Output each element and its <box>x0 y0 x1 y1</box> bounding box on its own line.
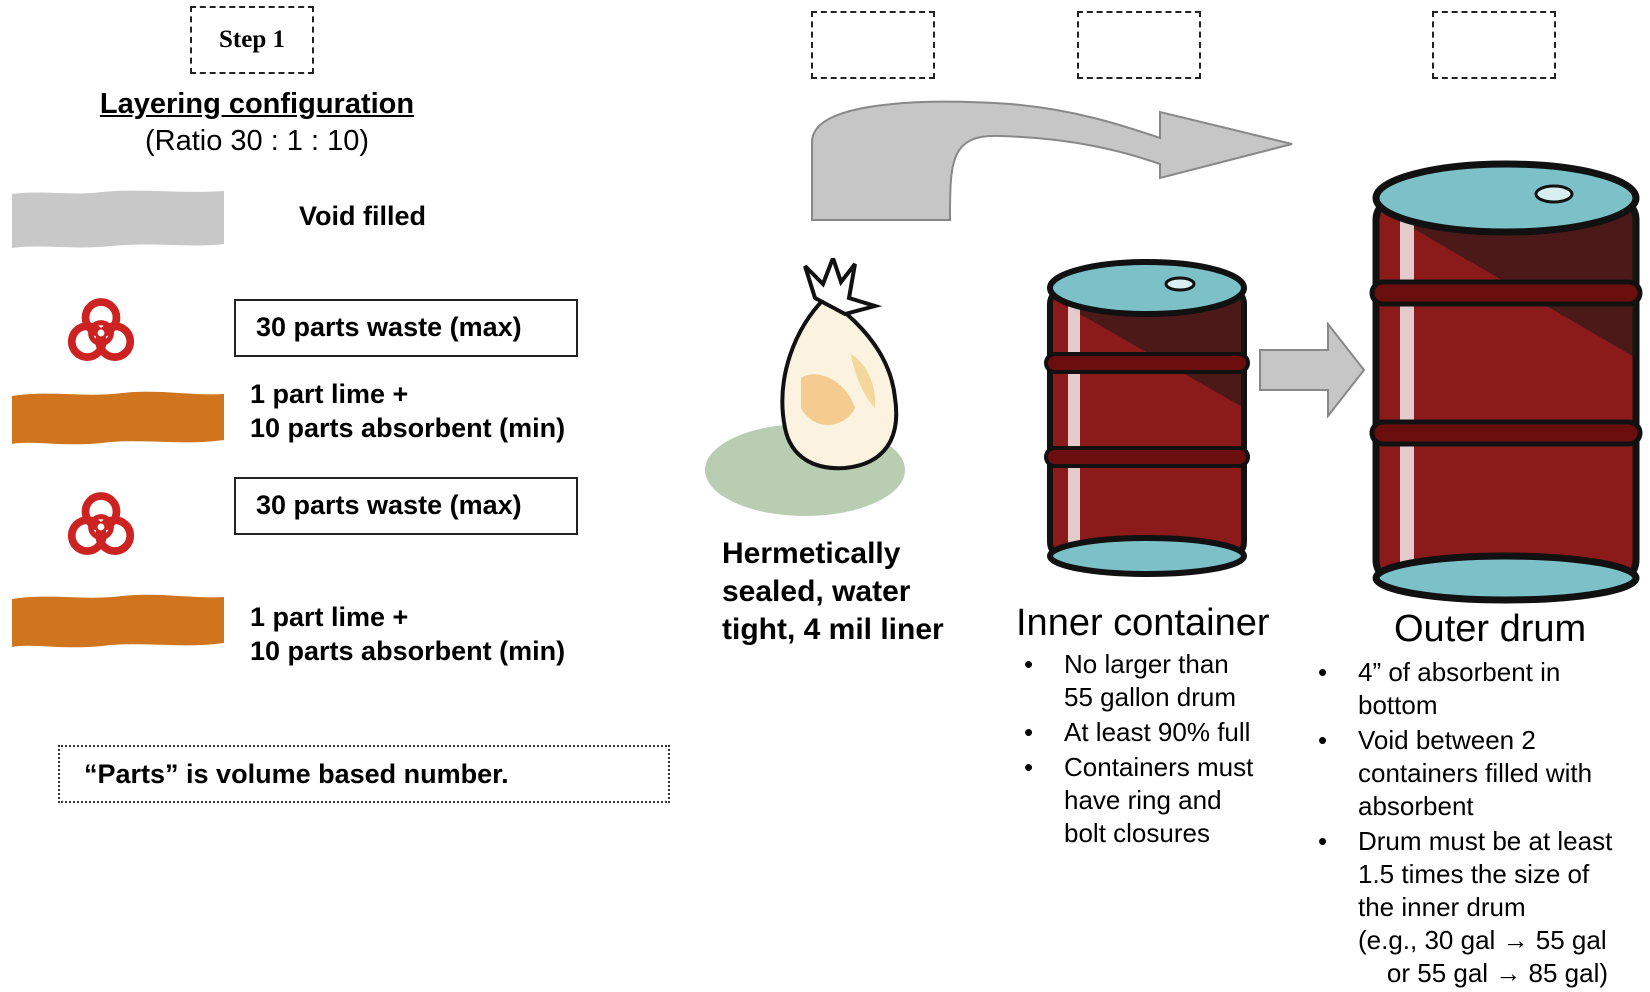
liner-label-line2: sealed, water <box>722 575 911 608</box>
inner-drum-icon <box>1044 259 1250 577</box>
lime-label-2-line1: 1 part lime + <box>250 602 409 632</box>
inner-container-bullets: No larger than 55 gallon drum At least 9… <box>1016 648 1296 852</box>
outer-drum-icon <box>1369 160 1643 604</box>
empty-label-box-outer <box>1432 11 1556 79</box>
list-item: Drum must be at least 1.5 times the size… <box>1310 825 1650 990</box>
step-label: Step 1 <box>219 26 285 53</box>
lime-label-1-line1: 1 part lime + <box>250 379 409 409</box>
list-item: At least 90% full <box>1016 716 1296 749</box>
lime-label-2-line2: 10 parts absorbent (min) <box>250 636 566 666</box>
inner-container-title: Inner container <box>1016 602 1270 644</box>
liner-label-line1: Hermetically <box>722 537 901 570</box>
outer-drum-bullets: 4” of absorbent in bottom Void between 2… <box>1310 656 1650 992</box>
waste-box-1: 30 parts waste (max) <box>234 299 578 357</box>
parts-note: “Parts” is volume based number. <box>58 745 670 803</box>
layering-title: Layering configuration <box>99 88 415 120</box>
biohazard-icon <box>67 298 135 361</box>
empty-label-box-inner <box>1077 11 1201 79</box>
curved-arrow-icon <box>811 100 1293 221</box>
parts-note-text: “Parts” is volume based number. <box>84 759 509 789</box>
void-filled-label: Void filled <box>299 201 426 231</box>
sealed-liner-bag-icon <box>705 258 905 516</box>
list-item: Containers must have ring and bolt closu… <box>1016 751 1296 850</box>
list-item: Void between 2 containers filled with ab… <box>1310 724 1650 823</box>
waste-box-2: 30 parts waste (max) <box>234 477 578 535</box>
void-filled-swatch <box>12 190 224 248</box>
lime-absorbent-swatch-1 <box>12 391 224 445</box>
list-item: No larger than 55 gallon drum <box>1016 648 1296 714</box>
right-arrow-icon <box>1259 322 1366 418</box>
empty-label-box-bag <box>811 11 935 79</box>
step-box: Step 1 <box>190 6 314 74</box>
biohazard-icon <box>67 492 135 555</box>
list-item: 4” of absorbent in bottom <box>1310 656 1650 722</box>
lime-absorbent-swatch-2 <box>12 594 224 648</box>
lime-label-1-line2: 10 parts absorbent (min) <box>250 413 566 443</box>
waste-label-1: 30 parts waste (max) <box>256 312 522 342</box>
outer-drum-title: Outer drum <box>1394 608 1587 650</box>
waste-label-2: 30 parts waste (max) <box>256 490 522 520</box>
layering-ratio: (Ratio 30 : 1 : 10) <box>144 125 370 157</box>
liner-label-line3: tight, 4 mil liner <box>722 613 944 646</box>
